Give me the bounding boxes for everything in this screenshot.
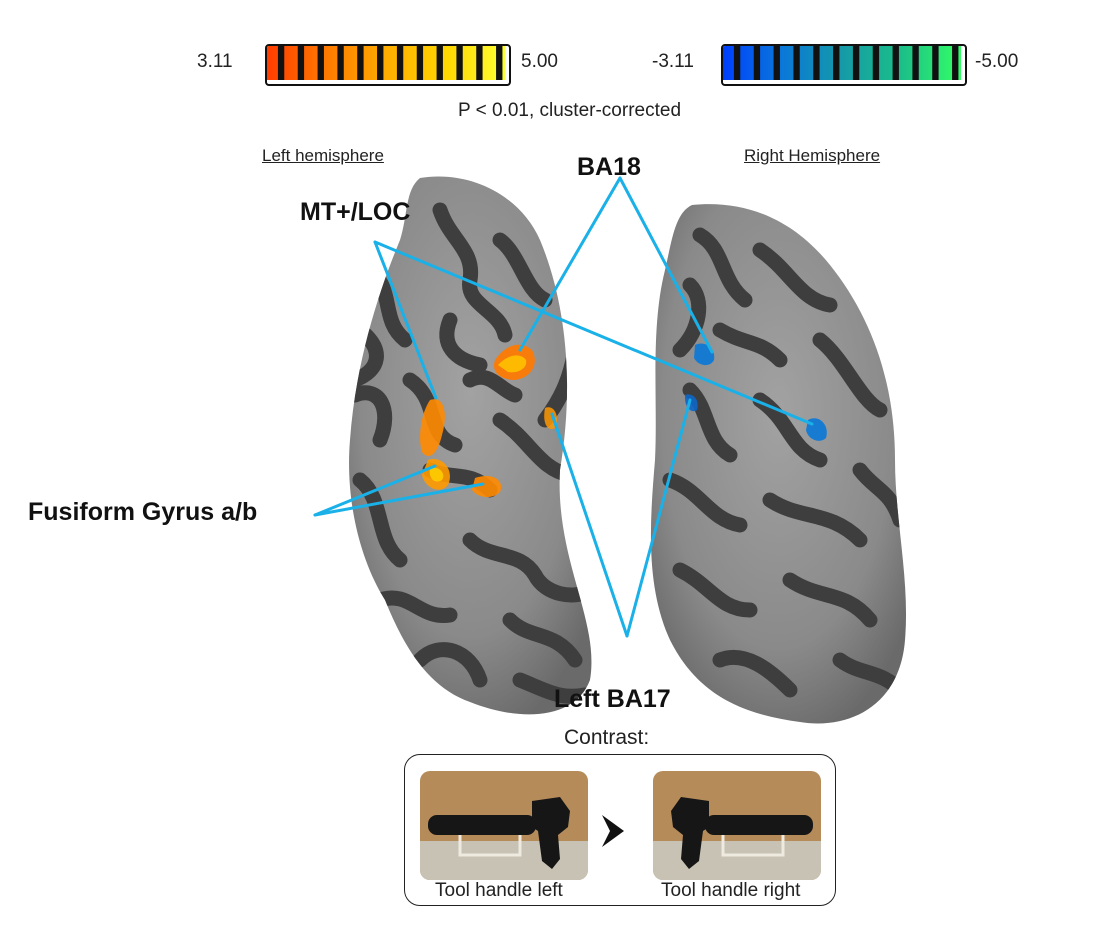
- negative-colorbar-stripe: [892, 46, 899, 80]
- negative-scale-min-label: -3.11: [652, 51, 694, 72]
- left-hemisphere-label: Left hemisphere: [262, 146, 384, 165]
- negative-colorbar-stripe: [952, 46, 959, 80]
- positive-scale-max-label: 5.00: [521, 51, 558, 72]
- negative-colorbar-stripe: [852, 46, 860, 80]
- region-label-fusiform-gyrus: Fusiform Gyrus a/b: [28, 498, 258, 526]
- left-hemisphere-surface: [349, 176, 592, 715]
- negative-colorbar-stripe: [833, 46, 840, 80]
- negative-colorbar-stripe: [773, 46, 780, 80]
- positive-colorbar-stripe: [436, 46, 443, 80]
- positive-colorbar-gradient: [267, 46, 505, 80]
- region-label-left-ba17: Left BA17: [554, 685, 671, 713]
- negative-colorbar-stripe: [813, 46, 820, 80]
- negative-colorbar-stripe: [912, 46, 919, 80]
- negative-colorbar: [721, 44, 967, 86]
- positive-colorbar-stripe: [337, 46, 344, 80]
- positive-colorbar-stripe: [377, 46, 384, 80]
- negative-colorbar-stripe: [872, 46, 880, 80]
- contrast-title: Contrast:: [564, 726, 650, 749]
- positive-colorbar-fill: [267, 46, 505, 80]
- tool-handle-right-image: [653, 771, 821, 880]
- negative-colorbar-stripe: [753, 46, 761, 80]
- chevron-right-icon: [602, 815, 624, 847]
- negative-colorbar-stripe: [793, 46, 800, 80]
- positive-colorbar-stripe: [416, 46, 424, 80]
- positive-colorbar-stripe: [456, 46, 463, 80]
- negative-colorbar-gradient: [723, 46, 961, 80]
- negative-colorbar-stripe: [932, 46, 939, 80]
- positive-scale-min-label: 3.11: [197, 51, 233, 72]
- negative-colorbar-fill: [723, 46, 961, 80]
- significance-threshold: P < 0.01, cluster-corrected: [458, 100, 682, 121]
- positive-colorbar: [265, 44, 511, 86]
- negative-scale-max-label: -5.00: [975, 51, 1019, 72]
- tool-handle-right-caption: Tool handle right: [661, 880, 801, 901]
- positive-colorbar-stripe: [297, 46, 305, 80]
- tool-handle-left-image: [420, 771, 588, 880]
- positive-colorbar-stripe: [317, 46, 324, 80]
- positive-colorbar-stripe: [277, 46, 285, 80]
- region-label-ba18: BA18: [577, 153, 641, 181]
- positive-colorbar-stripe: [496, 46, 503, 80]
- positive-colorbar-stripe: [357, 46, 364, 80]
- positive-colorbar-stripe: [476, 46, 483, 80]
- positive-colorbar-stripe: [396, 46, 404, 80]
- region-label-mt-loc: MT+/LOC: [300, 198, 411, 226]
- tool-handle-left-caption: Tool handle left: [435, 880, 563, 901]
- right-hemisphere-surface: [650, 204, 907, 724]
- right-hemisphere-label: Right Hemisphere: [744, 146, 881, 165]
- contrast-panel: Tool handle left Tool handle right: [404, 754, 836, 906]
- negative-colorbar-stripe: [733, 46, 741, 80]
